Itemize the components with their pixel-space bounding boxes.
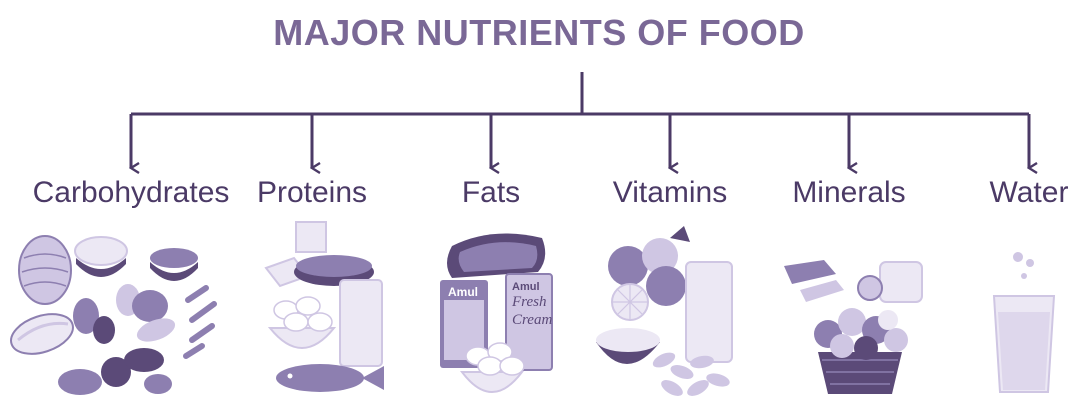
eggs-meat-fish-milk-icon [266,222,384,392]
butter-cream-meat-icon: Amul Amul Fresh Cream [440,234,552,393]
cream-label: Cream [512,312,552,328]
vegetables-and-salt-icon [784,260,922,394]
fresh-label: Fresh [511,294,546,310]
grains-and-fruits-icon [6,236,214,395]
amul-label-a: Amul [448,285,478,299]
fruits-and-capsules-icon [596,226,732,399]
amul-label-b: Amul [512,281,540,293]
glass-of-water-icon [994,252,1054,392]
